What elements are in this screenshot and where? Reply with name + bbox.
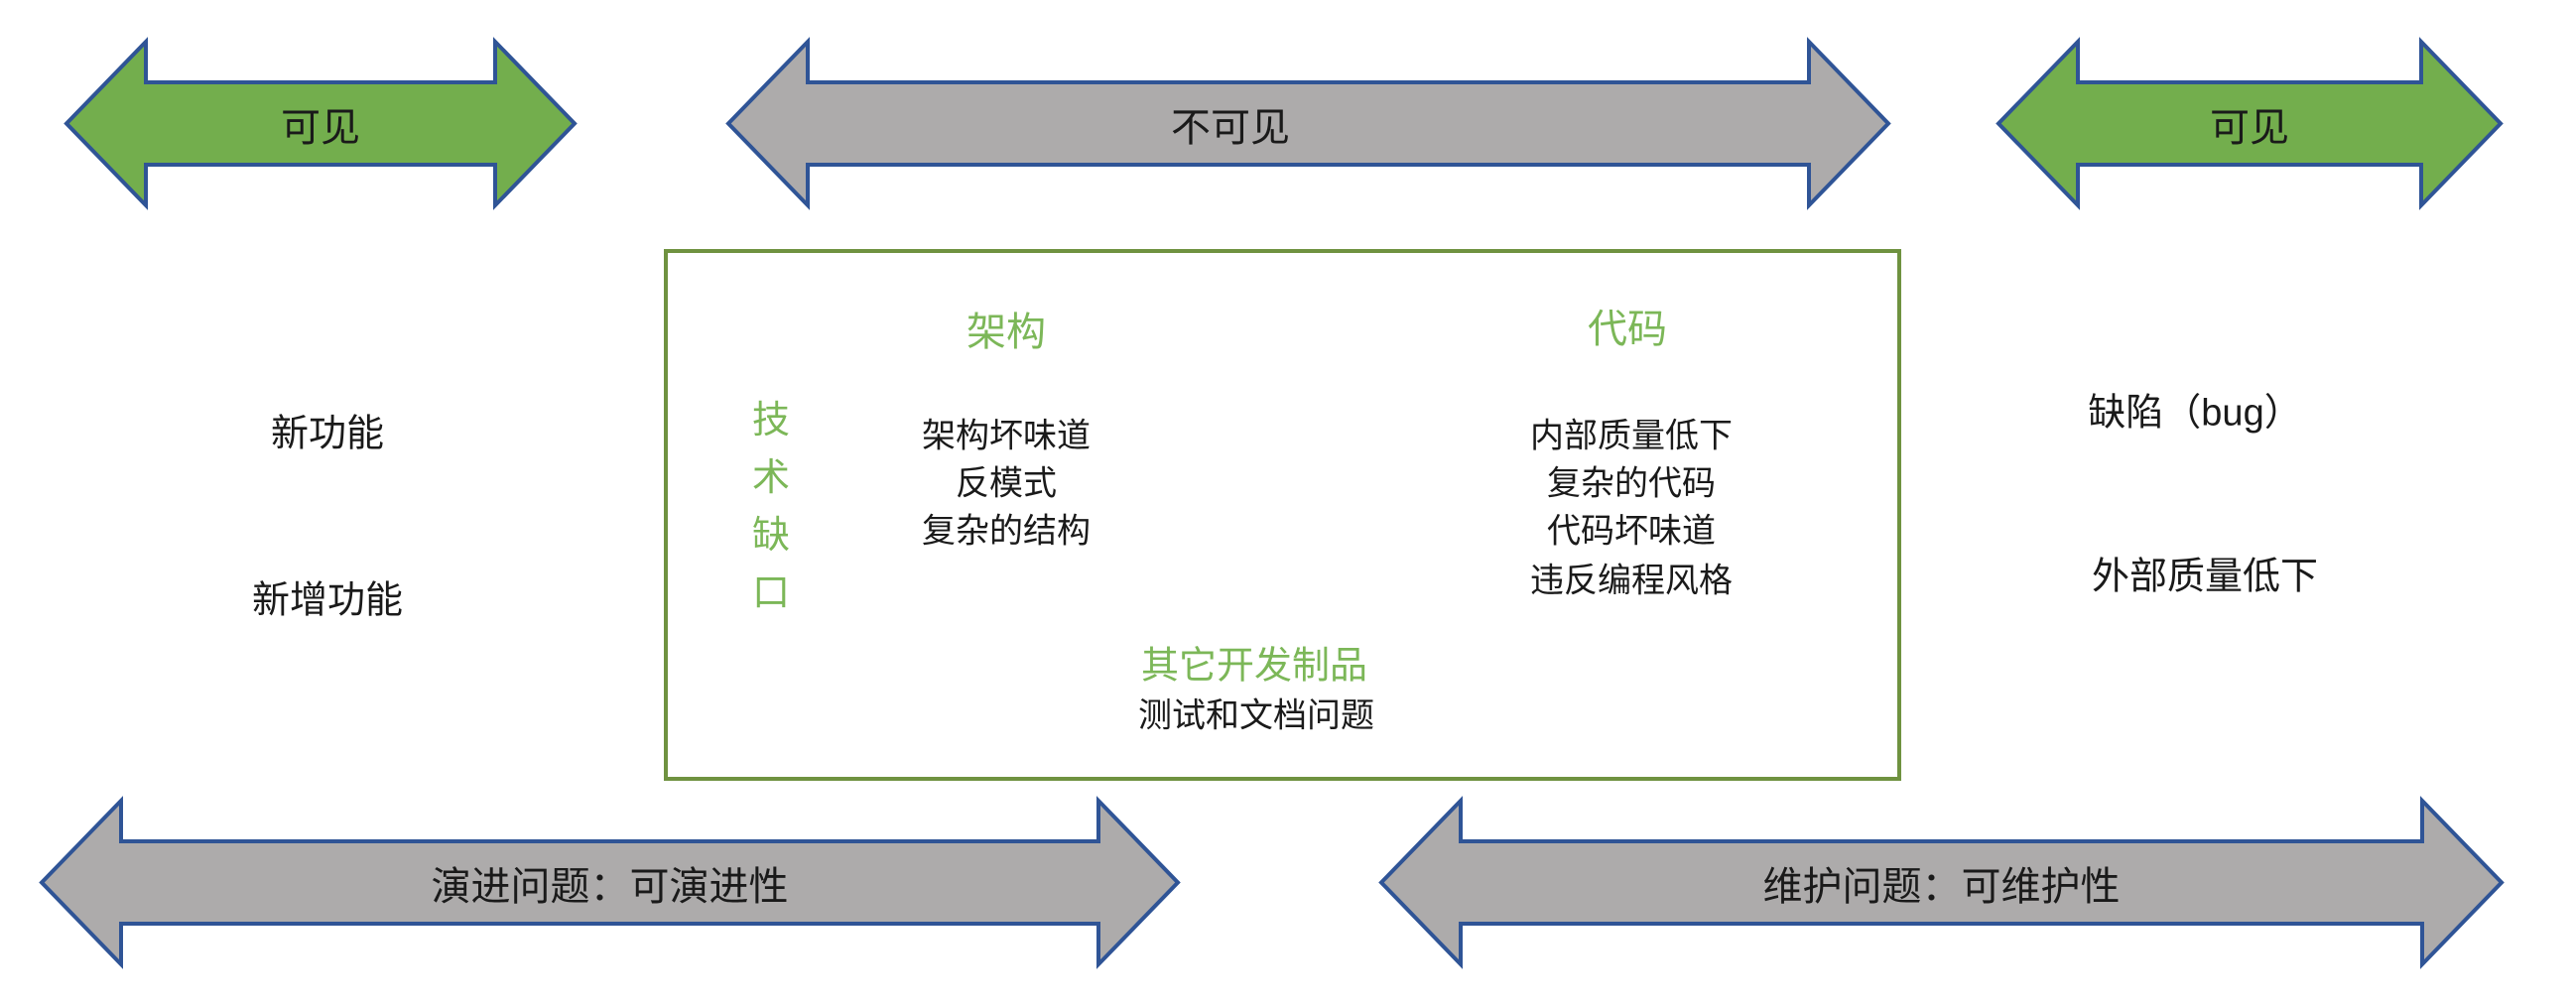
arrow-label-visible-right: 可见 [2210, 105, 2289, 150]
architecture-item: 复杂的结构 [922, 512, 1091, 551]
other-artifacts-item: 测试和文档问题 [1138, 696, 1374, 735]
arrow-label-evolution: 演进问题：可演进性 [431, 864, 789, 909]
technical-debt-box: 技术缺口 架构 架构坏味道 反模式 复杂的结构 代码 内部质量低下 复杂的代码 … [664, 249, 1901, 781]
arrow-visible-top-right: 可见 [1996, 37, 2504, 210]
code-item: 违反编程风格 [1530, 562, 1733, 600]
left-label-new-features: 新功能 [270, 413, 385, 455]
double-arrow-icon [1996, 37, 2504, 210]
arrow-invisible-top-middle: 不可见 [725, 37, 1891, 210]
other-artifacts-heading: 其它开发制品 [1140, 645, 1368, 688]
code-item: 复杂的代码 [1547, 464, 1716, 503]
architecture-heading: 架构 [966, 311, 1046, 354]
code-item: 内部质量低下 [1530, 417, 1733, 455]
arrow-maintenance-bottom-right: 维护问题：可维护性 [1378, 796, 2505, 969]
double-arrow-shape [64, 37, 578, 210]
architecture-item: 架构坏味道 [922, 417, 1091, 455]
double-arrow-icon [725, 37, 1891, 210]
arrow-label-visible-left: 可见 [281, 105, 360, 150]
arrow-visible-top-left: 可见 [64, 37, 578, 210]
right-label-low-external-quality: 外部质量低下 [2091, 556, 2319, 598]
arrow-evolution-bottom-left: 演进问题：可演进性 [39, 796, 1181, 969]
left-label-added-features: 新增功能 [251, 579, 404, 622]
architecture-item: 反模式 [956, 464, 1057, 503]
double-arrow-shape [725, 37, 1891, 210]
right-label-defects-bug: 缺陷（bug） [2088, 392, 2302, 435]
double-arrow-icon [64, 37, 578, 210]
double-arrow-icon [39, 796, 1181, 969]
vertical-label-technical-debt: 技术缺口 [751, 400, 790, 614]
double-arrow-shape [39, 796, 1181, 969]
code-item: 代码坏味道 [1547, 512, 1716, 551]
arrow-label-maintenance: 维护问题：可维护性 [1762, 864, 2121, 909]
arrow-label-invisible: 不可见 [1171, 105, 1290, 150]
double-arrow-icon [1378, 796, 2505, 969]
double-arrow-shape [1996, 37, 2504, 210]
double-arrow-shape [1378, 796, 2505, 969]
code-heading: 代码 [1588, 308, 1667, 351]
